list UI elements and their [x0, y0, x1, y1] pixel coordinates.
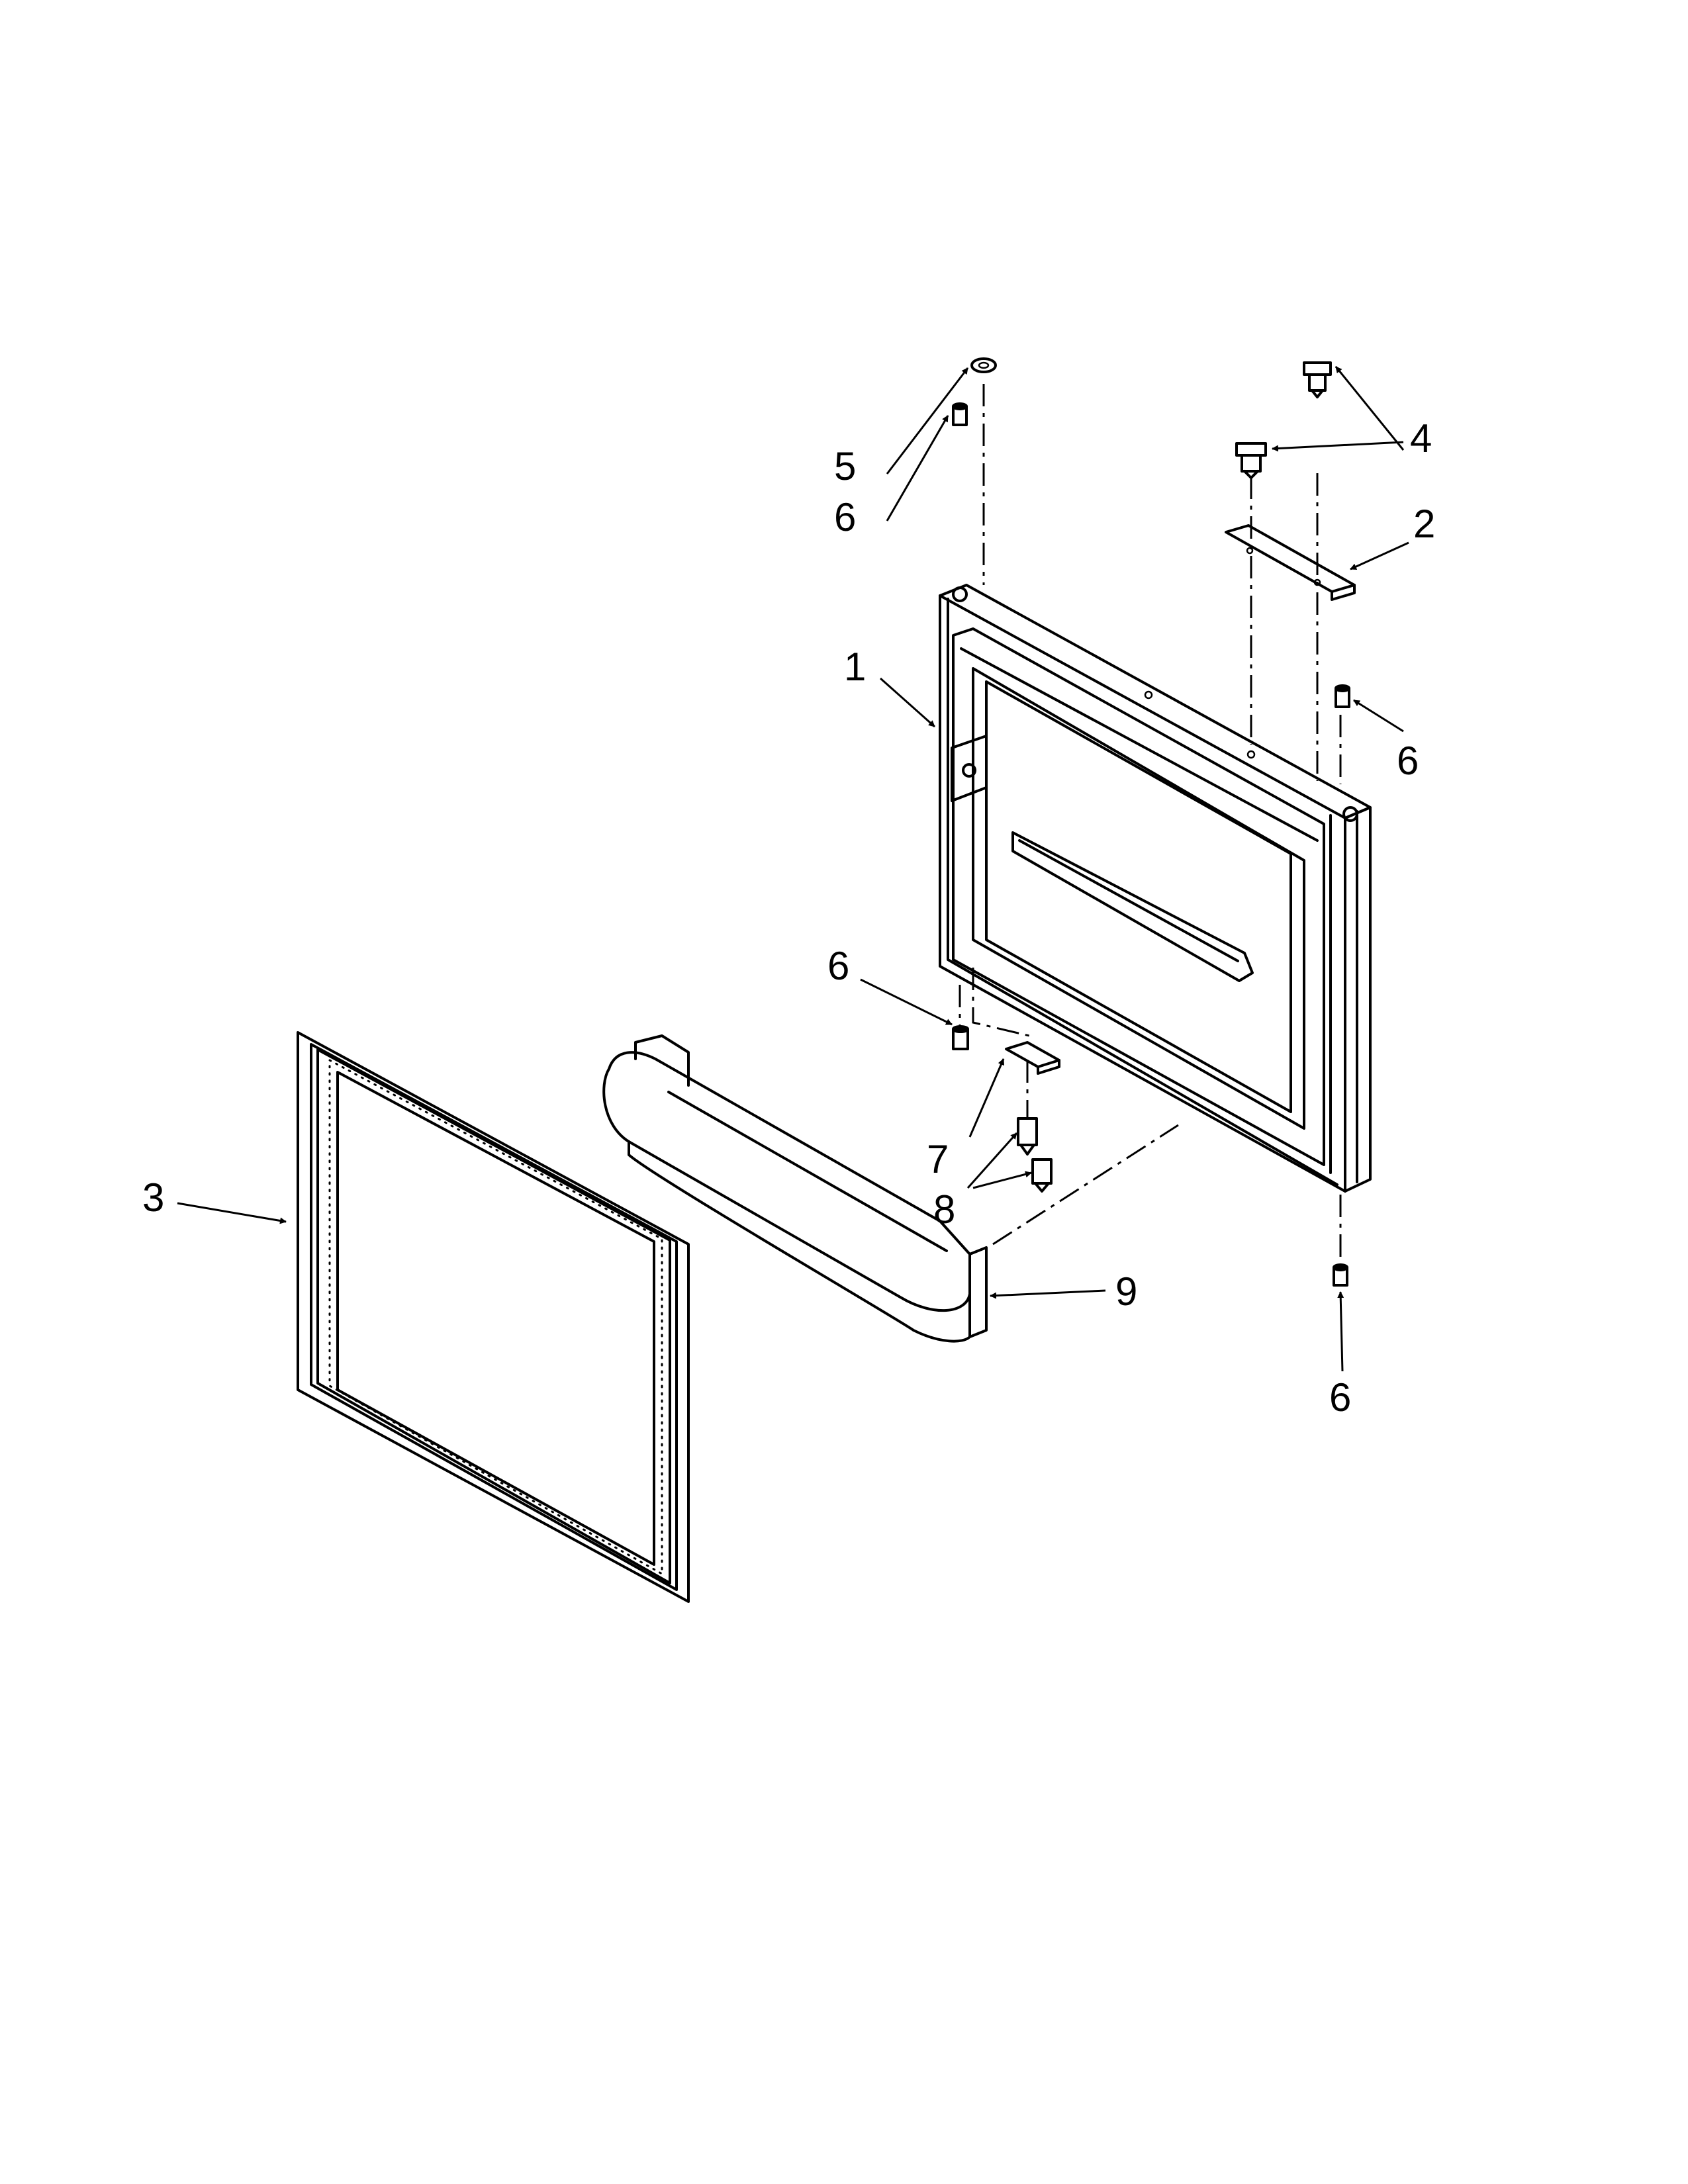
callout-1: 1 — [844, 645, 935, 728]
callout-7: 7 — [927, 1058, 1005, 1181]
assembly-lines — [959, 384, 1342, 1257]
callout-label: 5 — [834, 444, 856, 488]
hinge-plate-drawing — [1225, 524, 1356, 601]
callout-3: 3 — [142, 1175, 287, 1224]
callout-6-top-left: 6 — [834, 415, 949, 539]
callout-label: 6 — [1397, 739, 1419, 783]
bracket-drawing — [1005, 1041, 1060, 1075]
bracket-screws-drawing — [1017, 1117, 1053, 1193]
callout-label: 7 — [927, 1137, 949, 1181]
washer-drawing — [970, 357, 997, 373]
callout-2: 2 — [1350, 502, 1435, 570]
callout-6-bottom-right: 6 — [1329, 1291, 1351, 1420]
callout-9: 9 — [990, 1269, 1137, 1314]
callout-label: 8 — [933, 1187, 955, 1232]
callout-label: 6 — [834, 495, 856, 539]
callout-8: 8 — [933, 1132, 1032, 1232]
callout-label: 9 — [1115, 1269, 1137, 1314]
callout-5: 5 — [834, 367, 969, 488]
callout-label: 4 — [1410, 416, 1432, 461]
callout-label: 3 — [142, 1175, 164, 1220]
callout-label: 6 — [827, 944, 849, 988]
callout-label: 1 — [844, 645, 866, 689]
callout-6-bottom-left: 6 — [827, 944, 953, 1026]
bushings-drawing — [952, 402, 1350, 1287]
callout-label: 6 — [1329, 1375, 1351, 1420]
callout-4: 4 — [1272, 366, 1432, 461]
callout-label: 2 — [1413, 502, 1435, 546]
door-assembly-drawing — [939, 584, 1372, 1193]
callout-6-top-right: 6 — [1353, 699, 1419, 783]
door-bin-drawing — [602, 1034, 988, 1343]
door-gasket-drawing — [297, 1031, 690, 1603]
hinge-screws-drawing — [1235, 361, 1332, 479]
